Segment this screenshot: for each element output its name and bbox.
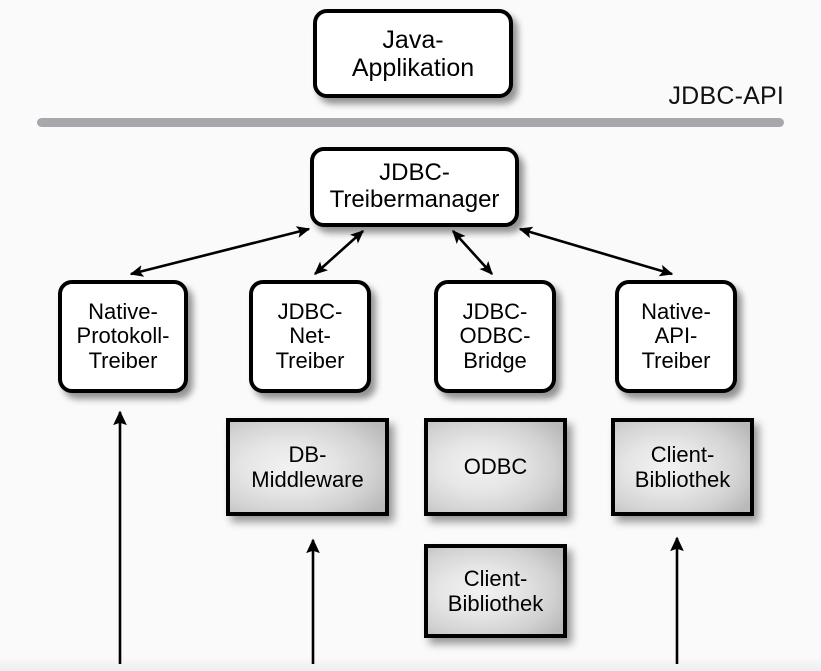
node-label-line: Native- (641, 298, 711, 324)
node-native-api-treiber[interactable]: Native- API- Treiber (615, 280, 737, 393)
node-label-line: DB- (288, 441, 327, 467)
node-odbc[interactable]: ODBC (424, 418, 567, 516)
connector-manager-jdbc-net (313, 230, 365, 275)
connector-manager-native-api (518, 226, 674, 277)
node-native-protokoll-treiber[interactable]: Native- Protokoll- Treiber (58, 280, 188, 393)
node-label-line: JDBC- (379, 159, 450, 187)
jdbc-api-label: JDBC-API (668, 82, 784, 110)
node-label-line: API- (654, 323, 698, 349)
connector-manager-native-protokoll (129, 226, 311, 277)
node-client-bibliothek-middle[interactable]: Client- Bibliothek (424, 544, 567, 638)
node-label-line: Bibliothek (447, 591, 544, 616)
node-label-line: Net- (289, 323, 331, 349)
node-label-line: Client- (463, 565, 528, 591)
node-label-line: Applikation (351, 53, 475, 82)
node-label-line: JDBC- (277, 298, 343, 324)
node-label-line: Native- (88, 298, 158, 324)
node-label-line: Treibermanager (329, 186, 500, 213)
node-java-applikation[interactable]: Java- Applikation (313, 9, 513, 98)
node-label-line: JDBC- (462, 298, 528, 324)
node-label-line: Bridge (463, 347, 527, 373)
node-label-line: Client- (650, 441, 715, 467)
node-jdbc-net-treiber[interactable]: JDBC- Net- Treiber (249, 280, 371, 393)
node-jdbc-treibermanager[interactable]: JDBC- Treibermanager (310, 147, 519, 227)
jdbc-api-divider-line (37, 118, 784, 127)
node-client-bibliothek-right[interactable]: Client- Bibliothek (611, 418, 754, 516)
node-label-line: Middleware (251, 467, 364, 492)
node-label-line: ODBC- (459, 323, 531, 349)
node-jdbc-odbc-bridge[interactable]: JDBC- ODBC- Bridge (434, 280, 556, 393)
node-label-line: Treiber (88, 347, 158, 373)
node-label-line: Treiber (275, 347, 345, 373)
node-label-line: Protokoll- (76, 323, 170, 349)
node-label-line: Treiber (641, 347, 711, 373)
node-label-line: Java- (382, 25, 444, 54)
node-label-line: ODBC (463, 454, 528, 480)
connector-manager-jdbc-odbc-bridge (452, 229, 493, 276)
node-db-middleware[interactable]: DB- Middleware (226, 418, 389, 516)
node-label-line: Bibliothek (634, 467, 731, 492)
